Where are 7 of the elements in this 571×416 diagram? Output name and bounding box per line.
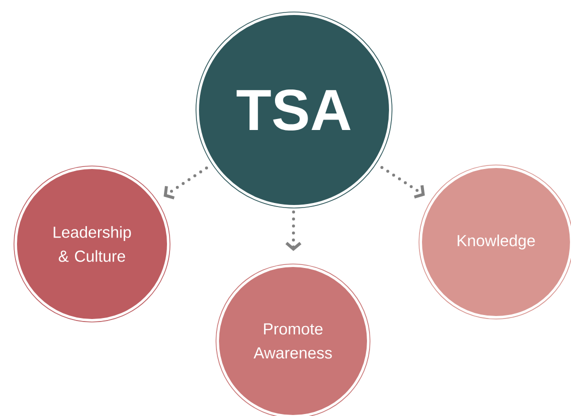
arrow (164, 166, 208, 200)
circle-node: Leadership & Culture (14, 166, 170, 322)
circle-node: Knowledge (418, 164, 571, 320)
circle-node: TSA (196, 12, 392, 208)
arrow (285, 210, 302, 252)
arrow (380, 166, 425, 198)
circle-node: Promote Awareness (216, 264, 370, 416)
